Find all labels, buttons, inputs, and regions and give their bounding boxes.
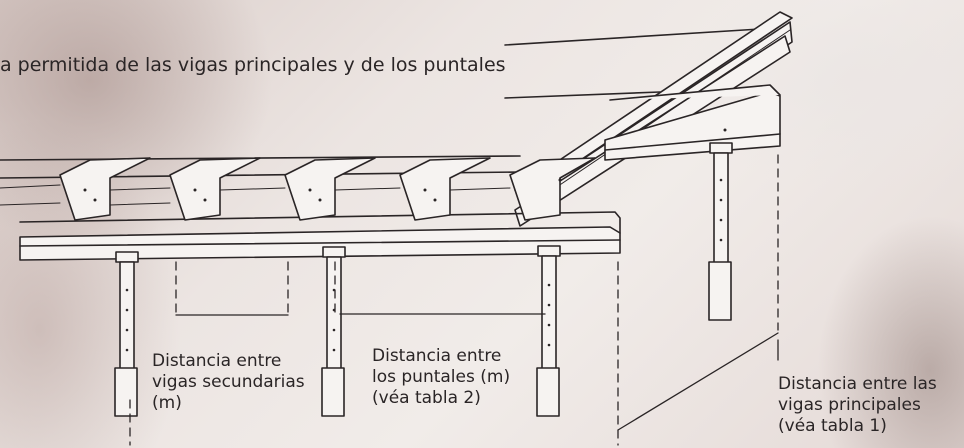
props [114, 142, 733, 417]
main-spacing-label: Distancia entre las vigas principales (v… [778, 374, 937, 436]
secondary-beams [0, 128, 727, 221]
main-beam-rear [604, 84, 781, 161]
dimension-arrows [175, 313, 779, 431]
prop-4 [708, 142, 733, 321]
prop-spacing-label: Distancia entre los puntales (m) (véa ta… [372, 346, 511, 408]
title-leader-lines [504, 28, 761, 99]
secondary-spacing-label: Distancia entre vigas secundarias (m) [152, 351, 305, 413]
title-text: a permitida de las vigas principales y d… [0, 54, 506, 76]
prop-1 [114, 251, 139, 417]
prop-2 [321, 246, 346, 417]
prop-3 [536, 245, 561, 417]
dimension-lines [129, 154, 779, 446]
